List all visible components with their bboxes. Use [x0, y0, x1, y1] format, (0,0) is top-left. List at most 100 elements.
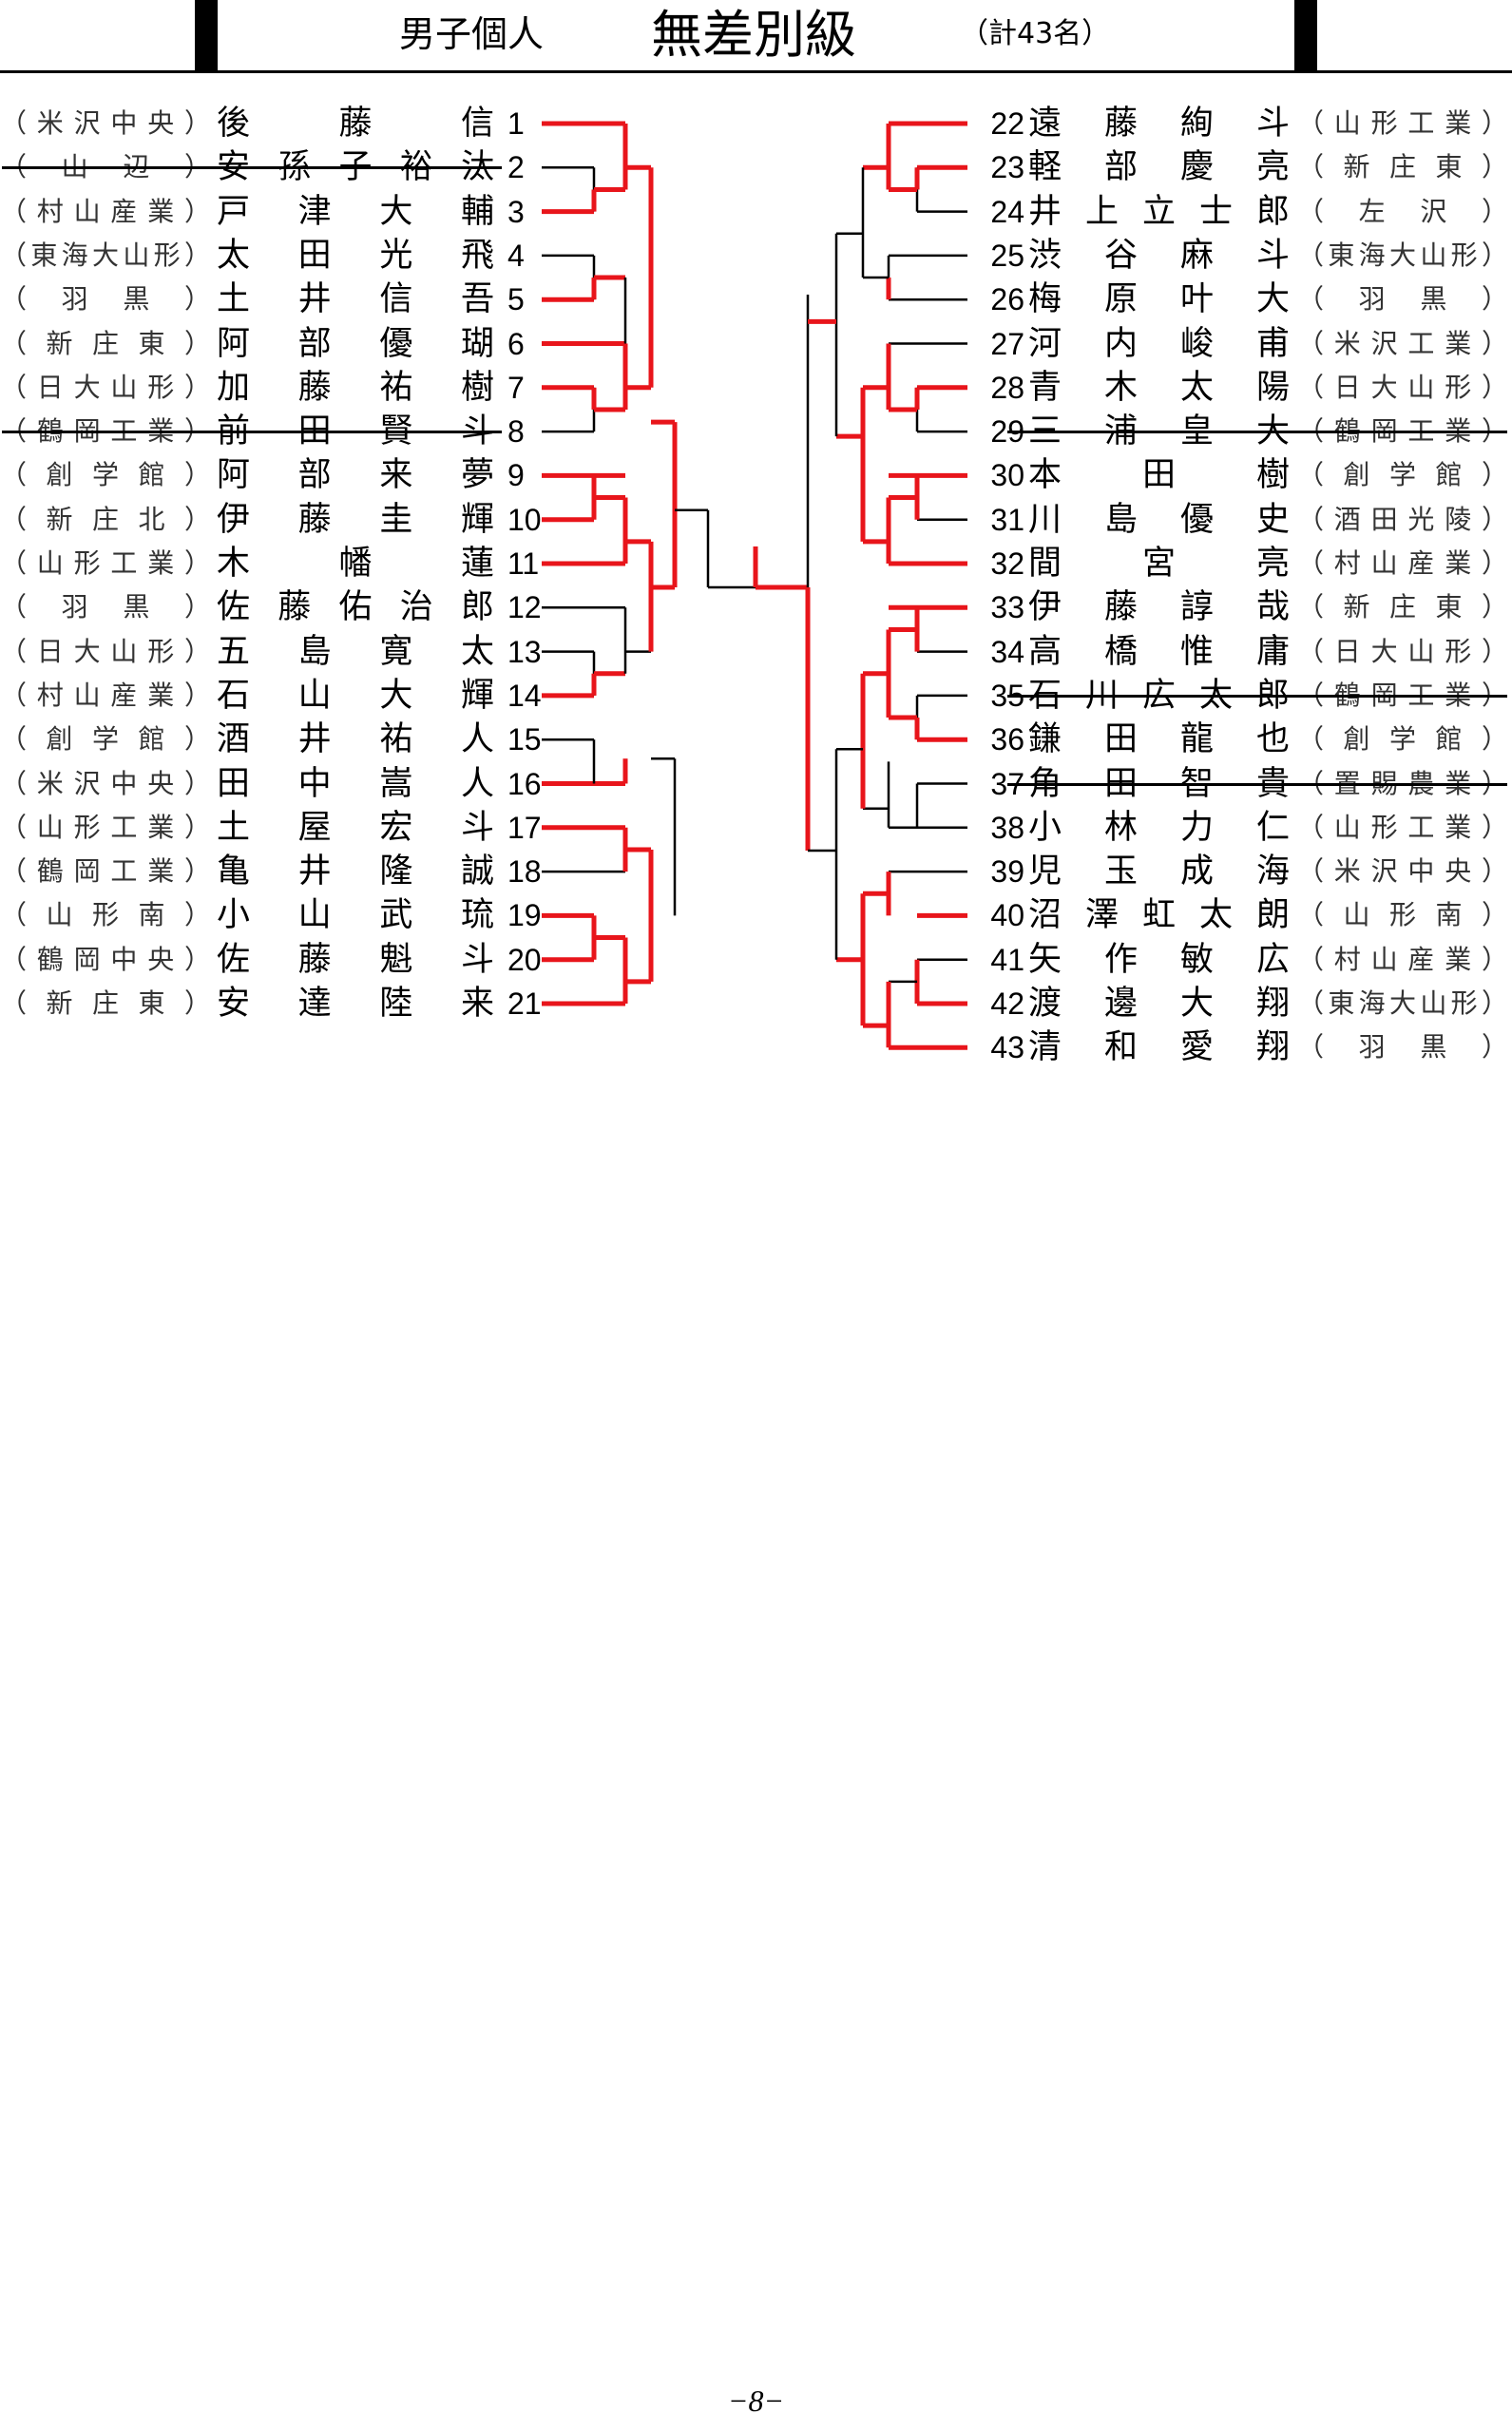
entry-school: （創学館） [1297, 723, 1508, 756]
entry-school: （村山産業） [0, 195, 211, 227]
entry-name: 阿部優瑚 [217, 324, 494, 363]
entry-number: 42 [990, 987, 1024, 1021]
entry-name: 佐藤魁斗 [217, 940, 494, 979]
withdrawn-strikethrough [1007, 782, 1507, 786]
entry-school: （日大山形） [1297, 635, 1508, 667]
entry-name: 戸津大輔 [217, 192, 494, 231]
entry-school: （新庄東） [0, 327, 211, 359]
entry-number: 34 [990, 634, 1024, 669]
entry-number: 30 [990, 458, 1024, 493]
entry-name: 伊藤圭輝 [217, 500, 494, 539]
entry-name: 太田光飛 [217, 236, 494, 275]
entry-school: （東海大山形） [1297, 987, 1508, 1019]
entry-school: （日大山形） [1297, 371, 1508, 403]
entry-name: 渡邊大翔 [1028, 985, 1290, 1023]
entry-name: 阿部来夢 [217, 456, 494, 495]
entry-number: 21 [507, 987, 542, 1021]
entry-number: 8 [507, 414, 525, 450]
header-underline [0, 70, 1512, 73]
entry-school: （日大山形） [0, 635, 211, 667]
entry-row: （鶴岡中央）佐藤魁斗 20 [0, 938, 1512, 982]
entry-number: 9 [507, 458, 525, 493]
entry-name: 鎌田龍也 [1028, 720, 1290, 759]
entry-number: 27 [990, 326, 1024, 361]
entry-school: （村山産業） [1297, 943, 1508, 975]
entry-school: （羽黒） [0, 591, 211, 623]
entry-number: 19 [507, 898, 542, 933]
page-number: −8− [727, 2384, 785, 2418]
entry-school: （山形工業） [1297, 811, 1508, 843]
entry-school: （創学館） [0, 459, 211, 491]
entry-name: 伊藤諄哉 [1028, 588, 1290, 627]
entry-name: 高橋惟庸 [1028, 632, 1290, 671]
header-bar-left [195, 0, 218, 72]
entry-number: 13 [507, 634, 542, 669]
entry-number: 20 [507, 942, 542, 977]
withdrawn-strikethrough [2, 431, 502, 434]
entrant-count: （計43名） [960, 17, 1111, 50]
entry-name: 児玉成海 [1028, 853, 1290, 891]
entry-school: （創学館） [1297, 459, 1508, 491]
entry-school: （山形工業） [1297, 107, 1508, 139]
entry-school: （鶴岡中央） [0, 943, 211, 975]
entry-school: （米沢工業） [1297, 327, 1508, 359]
entry-number: 11 [507, 546, 540, 581]
entry-name: 川島優史 [1028, 500, 1290, 539]
entry-school: （山形南） [0, 899, 211, 931]
entry-number: 14 [507, 678, 542, 713]
entry-name: 井上立士郎 [1028, 192, 1290, 231]
entry-name: 安達陸来 [217, 985, 494, 1023]
entry-school: （米沢中央） [1297, 855, 1508, 888]
entry-school: （村山産業） [0, 679, 211, 711]
entry-number: 25 [990, 238, 1024, 273]
entry-number: 23 [990, 150, 1024, 185]
entry-name: 田中嵩人 [217, 764, 494, 803]
entry-number: 39 [990, 854, 1024, 890]
entry-number: 17 [507, 810, 542, 845]
entry-name: 矢作敏広 [1028, 940, 1290, 979]
entry-number: 4 [507, 238, 525, 273]
entry-school: （山形工業） [0, 811, 211, 843]
entry-name: 小林力仁 [1028, 808, 1290, 847]
entry-school: （創学館） [0, 723, 211, 756]
entry-name: 酒井祐人 [217, 720, 494, 759]
entry-school: （左沢） [1297, 195, 1508, 227]
entry-school: （日大山形） [0, 371, 211, 403]
entry-name: 軽部慶亮 [1028, 148, 1290, 187]
entry-number: 32 [990, 546, 1024, 581]
entry-name: 清和愛翔 [1028, 1028, 1290, 1067]
entry-number: 6 [507, 326, 525, 361]
entry-number: 1 [507, 106, 525, 141]
entry-name: 亀井隆誠 [217, 853, 494, 891]
entry-name: 本田樹 [1028, 456, 1290, 495]
division-label: 男子個人 [399, 13, 545, 55]
entry-school: （羽黒） [0, 283, 211, 316]
header-bar-right [1294, 0, 1317, 72]
